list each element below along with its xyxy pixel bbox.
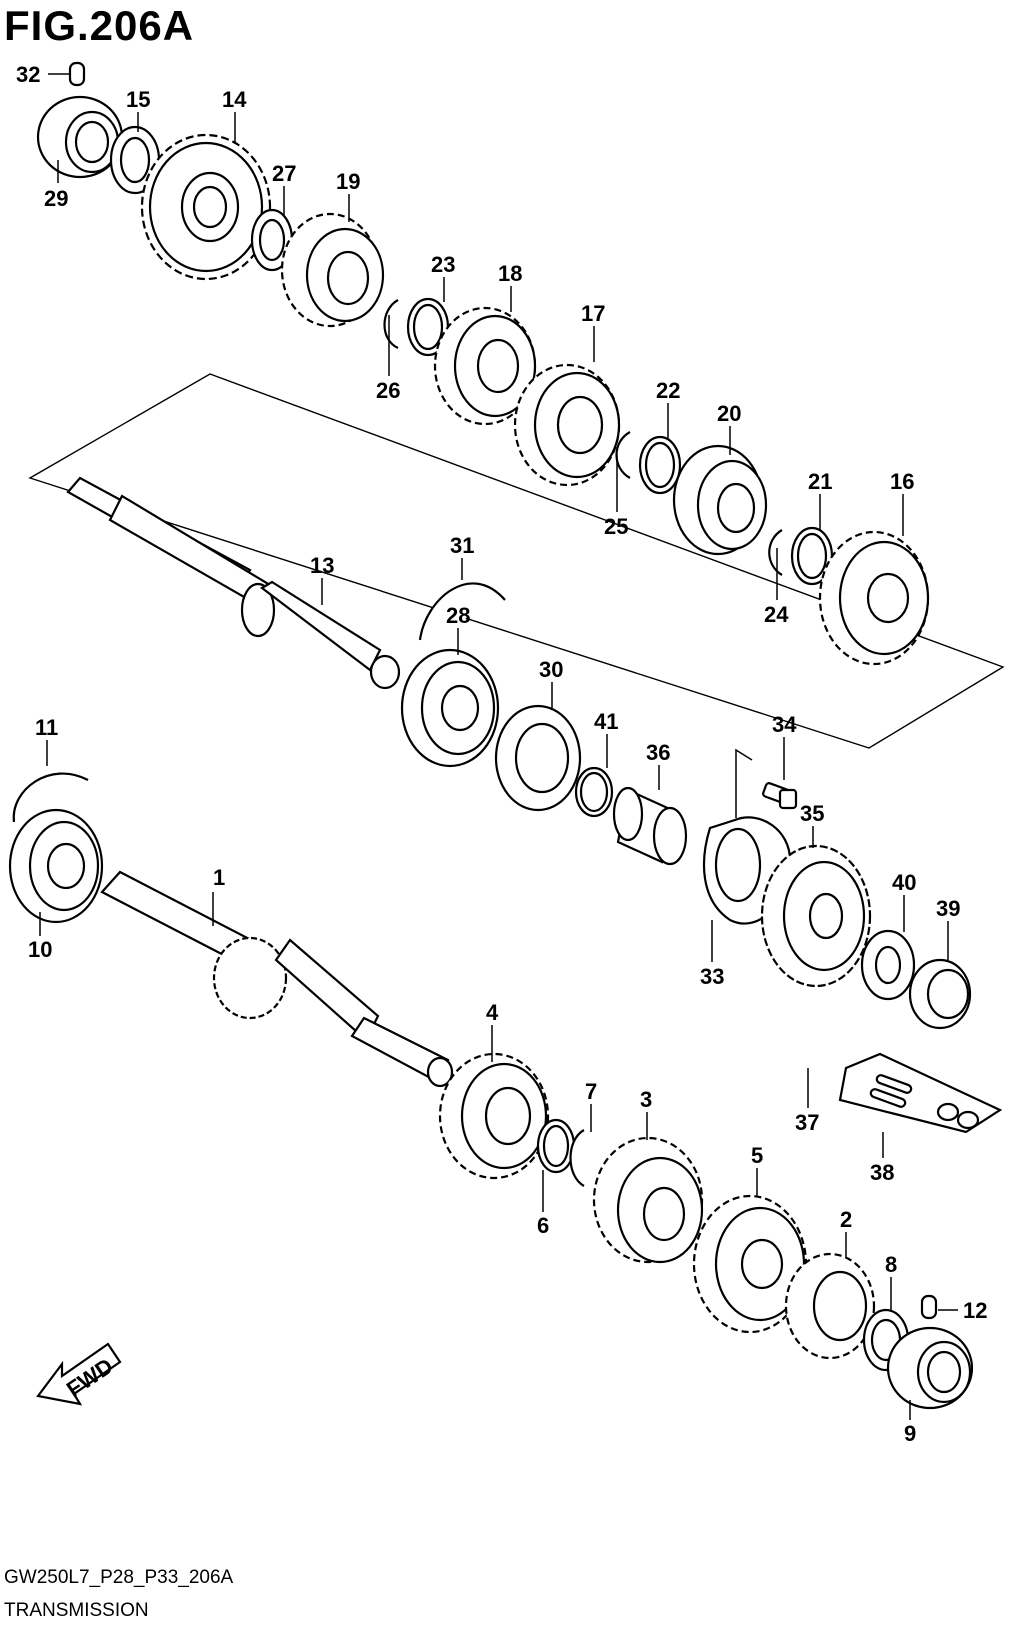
part-20-gear[interactable] <box>672 444 768 556</box>
part-39-nut[interactable] <box>908 958 972 1030</box>
part-4-gear[interactable] <box>438 1052 550 1180</box>
figure-title: FIG.206A <box>4 2 195 49</box>
callout-7: 7 <box>585 1079 597 1104</box>
callout-5: 5 <box>751 1143 763 1168</box>
part-38-chain-joint-set[interactable] <box>838 1052 1003 1134</box>
part-12-dowel-pin[interactable] <box>920 1294 938 1320</box>
callout-11: 11 <box>35 715 58 740</box>
callout-39: 39 <box>936 896 960 921</box>
part-21-washer[interactable] <box>790 526 834 586</box>
figure-name: TRANSMISSION <box>4 1600 149 1621</box>
callout-8: 8 <box>885 1252 897 1277</box>
callout-17: 17 <box>581 301 605 326</box>
part-28-bearing[interactable] <box>400 648 500 768</box>
part-34-bolt[interactable] <box>762 782 798 810</box>
callout-18: 18 <box>498 261 522 286</box>
callout-34: 34 <box>772 712 797 737</box>
callout-36: 36 <box>646 740 670 765</box>
callout-24: 24 <box>764 602 789 627</box>
leader-lines <box>39 73 958 1420</box>
part-9-needle-bearing[interactable] <box>886 1326 974 1410</box>
callout-10: 10 <box>28 937 52 962</box>
callout-31: 31 <box>450 533 474 558</box>
part-13-countershaft[interactable] <box>66 476 401 690</box>
part-6-washer[interactable] <box>536 1118 576 1174</box>
callout-19: 19 <box>336 169 360 194</box>
callout-labels: 1 2 3 4 5 6 7 8 9 10 11 12 13 14 15 16 1… <box>16 62 987 1446</box>
part-22-washer[interactable] <box>638 435 682 495</box>
callout-28: 28 <box>446 603 470 628</box>
callout-20: 20 <box>717 401 741 426</box>
part-26-circlip[interactable] <box>383 299 399 350</box>
callout-41: 41 <box>594 709 618 734</box>
callout-27: 27 <box>272 161 296 186</box>
part-36-spacer[interactable] <box>612 786 688 866</box>
part-31-circlip[interactable] <box>418 582 506 641</box>
callout-33: 33 <box>700 964 724 989</box>
callout-13: 13 <box>310 553 334 578</box>
countershaft-group-outline <box>28 373 1005 749</box>
callout-2: 2 <box>840 1207 852 1232</box>
part-14-gear[interactable] <box>140 133 272 281</box>
part-18-gear[interactable] <box>433 306 537 426</box>
callout-9: 9 <box>904 1421 916 1446</box>
part-3-gear[interactable] <box>592 1136 704 1264</box>
callout-29: 29 <box>44 186 68 211</box>
callout-30: 30 <box>539 657 563 682</box>
part-41-o-ring[interactable] <box>574 766 614 818</box>
part-10-bearing[interactable] <box>8 808 104 924</box>
part-40-washer[interactable] <box>860 929 916 1001</box>
callout-23: 23 <box>431 252 455 277</box>
callout-22: 22 <box>656 378 680 403</box>
callout-40: 40 <box>892 870 916 895</box>
callout-38: 38 <box>870 1160 894 1185</box>
part-2-gear[interactable] <box>784 1252 876 1360</box>
part-32-dowel-pin[interactable] <box>68 61 86 87</box>
callout-32: 32 <box>16 62 40 87</box>
callout-14: 14 <box>222 87 247 112</box>
callout-35: 35 <box>800 801 824 826</box>
part-35-sprocket[interactable] <box>760 844 872 988</box>
figure-code: GW250L7_P28_P33_206A <box>4 1567 234 1588</box>
callout-12: 12 <box>963 1298 987 1323</box>
callout-4: 4 <box>486 1000 499 1025</box>
callout-26: 26 <box>376 378 400 403</box>
part-29-needle-bearing[interactable] <box>36 95 124 179</box>
part-19-gear[interactable] <box>280 212 385 328</box>
callout-16: 16 <box>890 469 914 494</box>
part-30-oil-seal[interactable] <box>494 704 582 812</box>
part-17-gear[interactable] <box>513 363 621 487</box>
part-11-circlip[interactable] <box>12 772 89 823</box>
callout-21: 21 <box>808 469 832 494</box>
part-16-gear[interactable] <box>818 530 930 666</box>
part-24-circlip[interactable] <box>768 529 783 576</box>
callout-15: 15 <box>126 87 150 112</box>
part-1-driveshaft[interactable] <box>100 870 454 1088</box>
part-5-gear[interactable] <box>692 1194 808 1334</box>
part-7-circlip[interactable] <box>569 1129 585 1187</box>
callout-3: 3 <box>640 1087 652 1112</box>
forward-arrow-icon: FWD <box>36 1342 122 1406</box>
callout-25: 25 <box>604 514 628 539</box>
callout-1: 1 <box>213 865 225 890</box>
callout-37: 37 <box>795 1110 819 1135</box>
callout-6: 6 <box>537 1213 549 1238</box>
